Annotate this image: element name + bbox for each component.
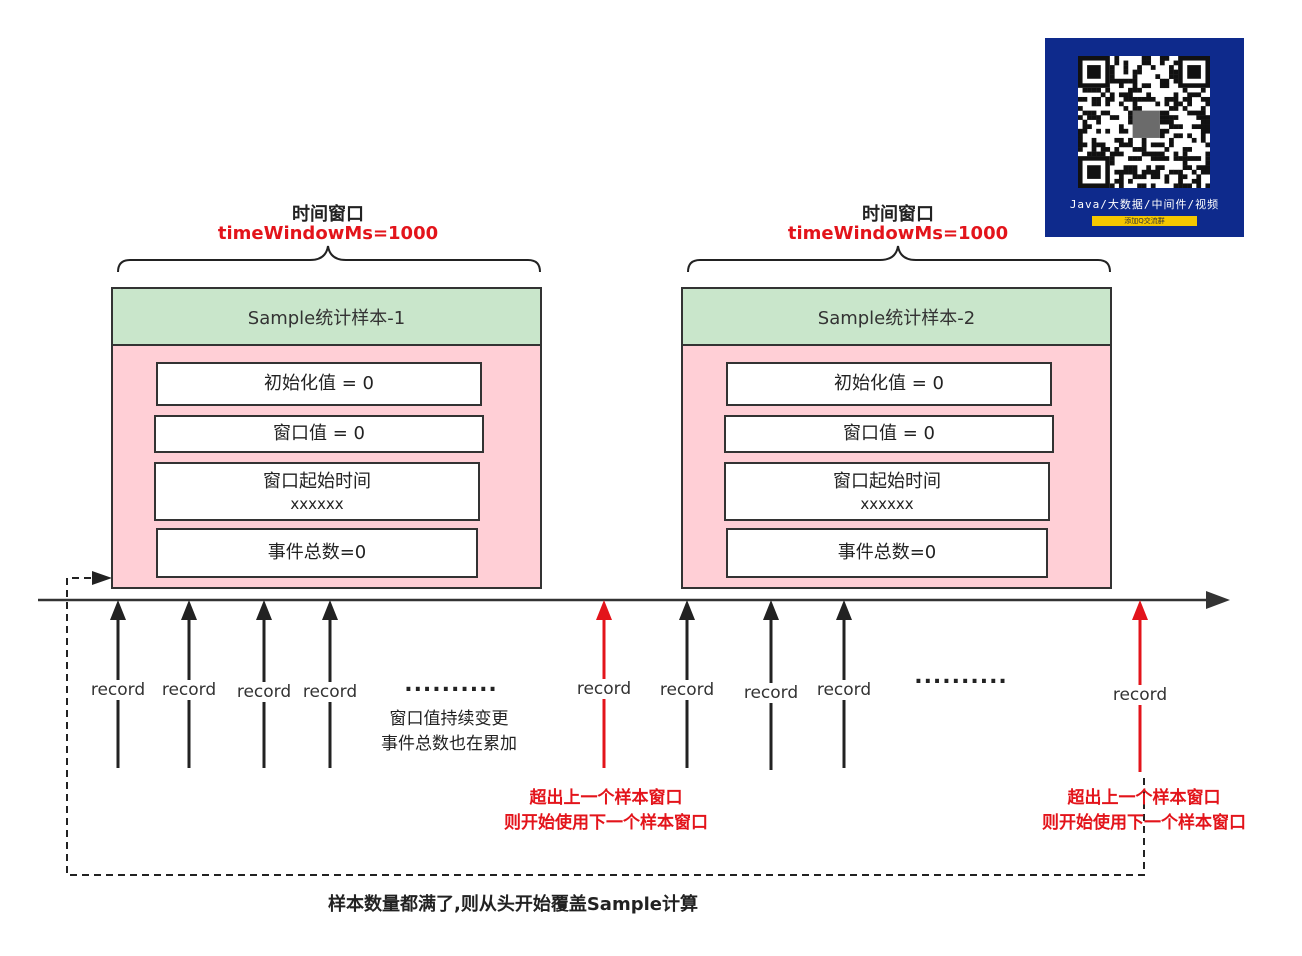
window-2-subtitle: timeWindowMs=1000 <box>787 223 1009 244</box>
qr-banner: 添加Q交流群 <box>1092 216 1197 226</box>
qr-code-image: Java/大数据/中间件/视频 添加Q交流群 <box>1045 38 1244 237</box>
sample-1-start-time-label: 窗口起始时间 <box>263 470 371 492</box>
sample-2-start-time-label: 窗口起始时间 <box>833 470 941 492</box>
qr-caption: Java/大数据/中间件/视频 <box>1069 198 1220 211</box>
sample-1-window-value-field: 窗口值 = 0 <box>154 415 484 453</box>
ellipsis-2: .......... <box>914 664 1008 689</box>
continue-note-line-1: 窗口值持续变更 <box>389 709 509 729</box>
record-arrowhead-5 <box>596 600 612 620</box>
record-arrowhead-8 <box>836 600 852 620</box>
overflow-note-2-line-1: 超出上一个样本窗口 <box>1067 788 1221 808</box>
record-label-5: record <box>575 679 633 699</box>
window-2-title: 时间窗口 <box>862 204 934 225</box>
window-1-title: 时间窗口 <box>292 204 364 225</box>
sample-1-init-field: 初始化值 = 0 <box>156 362 482 406</box>
record-label-7: record <box>742 683 800 703</box>
window-1-subtitle: timeWindowMs=1000 <box>217 223 439 244</box>
brace-window-1 <box>117 245 541 273</box>
wrap-around-arrowhead <box>92 571 112 585</box>
brace-window-2 <box>687 245 1111 273</box>
sample-2-window-value-field: 窗口值 = 0 <box>724 415 1054 453</box>
overflow-note-2: 超出上一个样本窗口 则开始使用下一个样本窗口 <box>1042 786 1246 836</box>
overflow-note-1-line-2: 则开始使用下一个样本窗口 <box>504 813 708 833</box>
record-label-9: record <box>1111 685 1169 705</box>
qr-pattern <box>1078 56 1211 189</box>
wrap-note: 样本数量都满了,则从头开始覆盖Sample计算 <box>328 894 698 915</box>
sample-box-2: Sample统计样本-2 初始化值 = 0 窗口值 = 0 窗口起始时间 xxx… <box>681 287 1112 589</box>
sample-1-start-time-field: 窗口起始时间 xxxxxx <box>154 462 480 521</box>
record-label-6: record <box>658 680 716 700</box>
record-label-3: record <box>235 682 293 702</box>
overflow-note-1: 超出上一个样本窗口 则开始使用下一个样本窗口 <box>504 786 708 836</box>
timeline-arrowhead <box>1206 591 1230 609</box>
record-label-4: record <box>301 682 359 702</box>
sample-2-start-time-field: 窗口起始时间 xxxxxx <box>724 462 1050 521</box>
sample-2-start-time-value: xxxxxx <box>860 494 914 513</box>
sample-2-init-field: 初始化值 = 0 <box>726 362 1052 406</box>
record-arrowhead-7 <box>763 600 779 620</box>
sample-1-event-total-field: 事件总数=0 <box>156 528 478 578</box>
record-arrowhead-6 <box>679 600 695 620</box>
overflow-note-1-line-1: 超出上一个样本窗口 <box>529 788 683 808</box>
record-label-8: record <box>815 680 873 700</box>
sample-1-start-time-value: xxxxxx <box>290 494 344 513</box>
sample-1-header: Sample统计样本-1 <box>113 289 540 346</box>
record-arrowhead-4 <box>322 600 338 620</box>
record-arrowhead-1 <box>110 600 126 620</box>
record-arrowhead-9 <box>1132 600 1148 620</box>
ellipsis-1: .......... <box>404 672 498 697</box>
sample-box-1: Sample统计样本-1 初始化值 = 0 窗口值 = 0 窗口起始时间 xxx… <box>111 287 542 589</box>
overflow-note-2-line-2: 则开始使用下一个样本窗口 <box>1042 813 1246 833</box>
record-arrowhead-3 <box>256 600 272 620</box>
record-label-2: record <box>160 680 218 700</box>
sample-2-header: Sample统计样本-2 <box>683 289 1110 346</box>
sample-2-event-total-field: 事件总数=0 <box>726 528 1048 578</box>
wrap-around-dashed-line <box>66 577 1145 876</box>
record-arrowhead-2 <box>181 600 197 620</box>
continue-note-line-2: 事件总数也在累加 <box>381 734 517 754</box>
record-label-1: record <box>89 680 147 700</box>
continue-note: 窗口值持续变更 事件总数也在累加 <box>381 707 517 757</box>
